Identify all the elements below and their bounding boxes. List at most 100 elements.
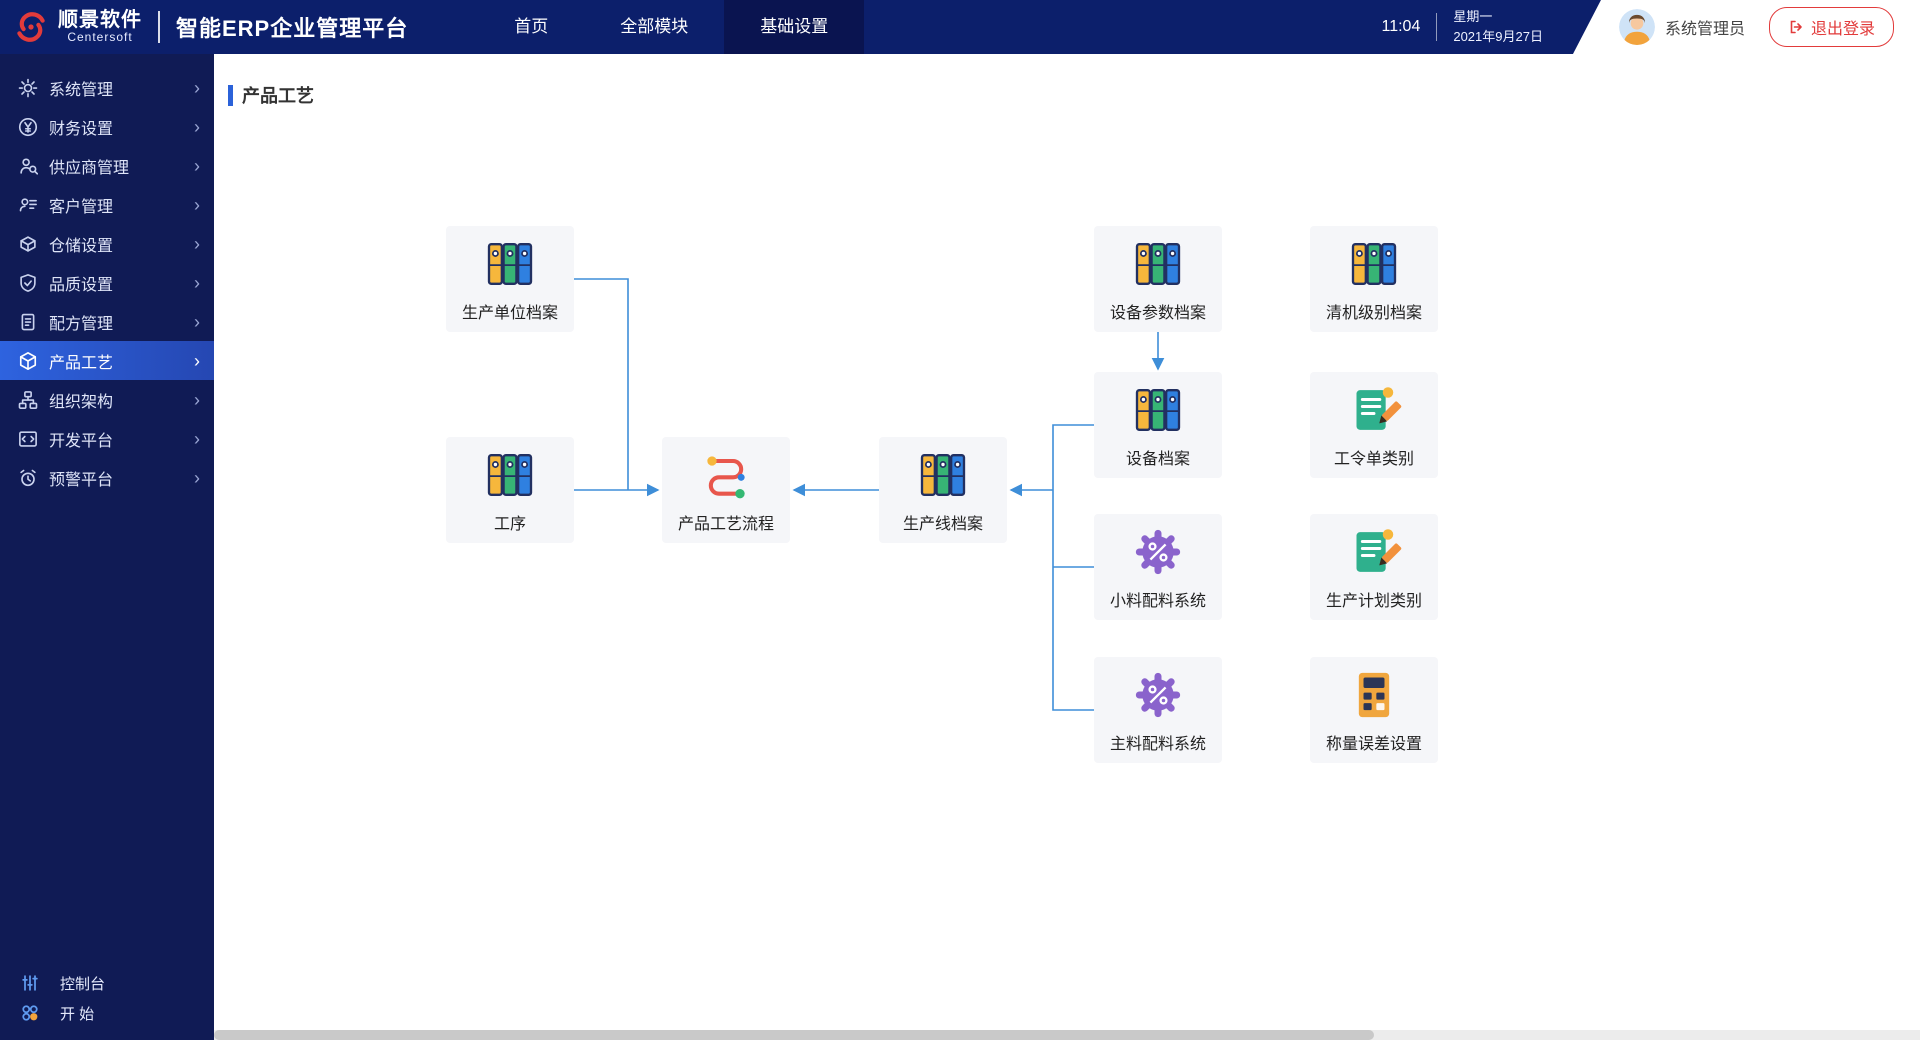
flow-node-process-flow[interactable]: 产品工艺流程: [662, 437, 790, 543]
flow-node-small-material-system[interactable]: 小料配料系统: [1094, 514, 1222, 620]
chevron-right-icon: ›: [194, 77, 200, 98]
sidebar-item[interactable]: 组织架构 ›: [0, 380, 214, 419]
logout-icon: [1790, 20, 1802, 34]
sidebar-item-label: 品质设置: [49, 276, 114, 294]
nav-tab[interactable]: 首页: [514, 17, 549, 36]
flow-connector: [1052, 424, 1094, 711]
flow-icon: [698, 447, 754, 503]
flow-node-prod-line-archive[interactable]: 生产线档案: [879, 437, 1007, 543]
weekday-label: 星期一: [1453, 8, 1493, 24]
clock-time: 11:04: [1381, 18, 1421, 35]
chevron-right-icon: ›: [194, 116, 200, 137]
sidebar-item-label: 财务设置: [49, 120, 114, 138]
sidebar-item-label: 系统管理: [49, 81, 114, 99]
chevron-right-icon: ›: [194, 389, 200, 410]
sidebar-item-label: 仓储设置: [49, 237, 114, 255]
nav-tab[interactable]: 基础设置: [724, 0, 865, 54]
sidebar-item-label: 开发平台: [49, 432, 114, 450]
flow-node-device-archive[interactable]: 设备档案: [1094, 372, 1222, 478]
sidebar-menu: 系统管理›财务设置›供应商管理›客户管理›仓储设置›品质设置›配方管理›产品工艺…: [0, 54, 214, 497]
chevron-right-icon: ›: [194, 350, 200, 371]
console-icon: [20, 973, 40, 993]
process-icon: [18, 351, 38, 371]
flow-node-device-param-archive[interactable]: 设备参数档案: [1094, 226, 1222, 332]
flow-node-clean-level-archive[interactable]: 清机级别档案: [1310, 226, 1438, 332]
binder-icon: [915, 447, 971, 503]
flow-node-main-material-system[interactable]: 主料配料系统: [1094, 657, 1222, 763]
flow-node-work-procedure[interactable]: 工序: [446, 437, 574, 543]
flow-node-work-order-type[interactable]: 工令单类别: [1310, 372, 1438, 478]
doc-icon: [1346, 382, 1402, 438]
sidebar-footer: 控制台开 始: [0, 968, 214, 1028]
brand-divider: [158, 11, 160, 43]
date-label: 2021年9月27日: [1453, 29, 1543, 44]
chevron-right-icon: ›: [194, 467, 200, 488]
title-accent-bar: [228, 84, 233, 106]
flow-node-label: 工令单类别: [1333, 450, 1414, 468]
supplier-icon: [18, 156, 38, 176]
scrollbar-thumb[interactable]: [214, 1030, 1375, 1040]
sidebar-footer-label: 控制台: [60, 975, 106, 993]
flow-connector: [574, 278, 629, 490]
flow-node-label: 生产单位档案: [461, 304, 558, 322]
sidebar-item[interactable]: 供应商管理›: [0, 146, 214, 185]
chevron-right-icon: ›: [194, 311, 200, 332]
main-content: 生产单位档案 工序 产品工艺流程 生产线档案: [214, 54, 1920, 1040]
customer-icon: [18, 195, 38, 215]
flow-node-prod-unit-archive[interactable]: 生产单位档案: [446, 226, 574, 332]
flow-node-weighing-error-setting[interactable]: 称量误差设置: [1310, 657, 1438, 763]
sidebar-item[interactable]: 开发平台 ›: [0, 419, 214, 458]
flow-node-label: 生产线档案: [902, 515, 983, 533]
sidebar-item[interactable]: 品质设置 ›: [0, 263, 214, 302]
company-logo-icon: [17, 12, 45, 42]
date-box: 星期一 2021年9月27日: [1453, 7, 1543, 47]
sidebar-item[interactable]: 配方管理›: [0, 302, 214, 341]
start-icon: [20, 1003, 40, 1023]
sidebar-item-label: 组织架构: [49, 393, 114, 411]
binder-icon: [1130, 382, 1186, 438]
logout-button[interactable]: 退出登录: [1768, 7, 1894, 47]
flow-node-label: 主料配料系统: [1109, 735, 1206, 753]
topbar-right: 11:04 星期一 2021年9月27日 系统管理员 退出登录: [1381, 0, 1920, 54]
flow-node-label: 工序: [493, 515, 526, 533]
flow-node-label: 称量误差设置: [1325, 735, 1422, 753]
calc-icon: [1346, 667, 1402, 723]
chevron-right-icon: ›: [194, 233, 200, 254]
sidebar-item[interactable]: 客户管理›: [0, 185, 214, 224]
chevron-right-icon: ›: [194, 194, 200, 215]
page-title: 产品工艺: [242, 86, 314, 106]
horizontal-scrollbar[interactable]: [214, 1030, 1920, 1040]
org-icon: [18, 390, 38, 410]
alert-icon: [18, 468, 38, 488]
quality-icon: [18, 273, 38, 293]
sidebar-item[interactable]: 系统管理 ›: [0, 68, 214, 107]
sidebar-item[interactable]: 仓储设置 ›: [0, 224, 214, 263]
doc-icon: [1346, 524, 1402, 580]
flow-node-prod-plan-type[interactable]: 生产计划类别: [1310, 514, 1438, 620]
sidebar-footer-item[interactable]: 控制台: [0, 968, 214, 998]
chevron-right-icon: ›: [194, 272, 200, 293]
finance-icon: [18, 117, 38, 137]
gear-icon: [1130, 667, 1186, 723]
sidebar-item[interactable]: 预警平台 ›: [0, 458, 214, 497]
top-navigation: 首页 全部模块 基础设置: [478, 0, 865, 54]
sidebar-item-label: 供应商管理: [49, 159, 130, 177]
dev-icon: [18, 429, 38, 449]
brand-text: 顺景软件 Centersoft: [58, 9, 142, 44]
chevron-right-icon: ›: [194, 428, 200, 449]
brand: 顺景软件 Centersoft 智能ERP企业管理平台: [0, 8, 408, 46]
nav-tab[interactable]: 全部模块: [620, 17, 689, 36]
flow-node-label: 小料配料系统: [1109, 592, 1206, 610]
binder-icon: [482, 447, 538, 503]
user-name: 系统管理员: [1664, 21, 1745, 38]
avatar[interactable]: [1618, 9, 1655, 45]
flowchart-canvas: 生产单位档案 工序 产品工艺流程 生产线档案: [214, 54, 1920, 1040]
sidebar-item-label: 预警平台: [49, 471, 114, 489]
sidebar-item[interactable]: 财务设置 ›: [0, 107, 214, 146]
user-panel: 系统管理员 退出登录: [1572, 0, 1920, 54]
sidebar-footer-item[interactable]: 开 始: [0, 998, 214, 1028]
sidebar-item[interactable]: 产品工艺›: [0, 341, 214, 380]
formula-icon: [18, 312, 38, 332]
sidebar: 系统管理›财务设置›供应商管理›客户管理›仓储设置›品质设置›配方管理›产品工艺…: [0, 54, 214, 1040]
flow-node-label: 产品工艺流程: [677, 515, 774, 533]
